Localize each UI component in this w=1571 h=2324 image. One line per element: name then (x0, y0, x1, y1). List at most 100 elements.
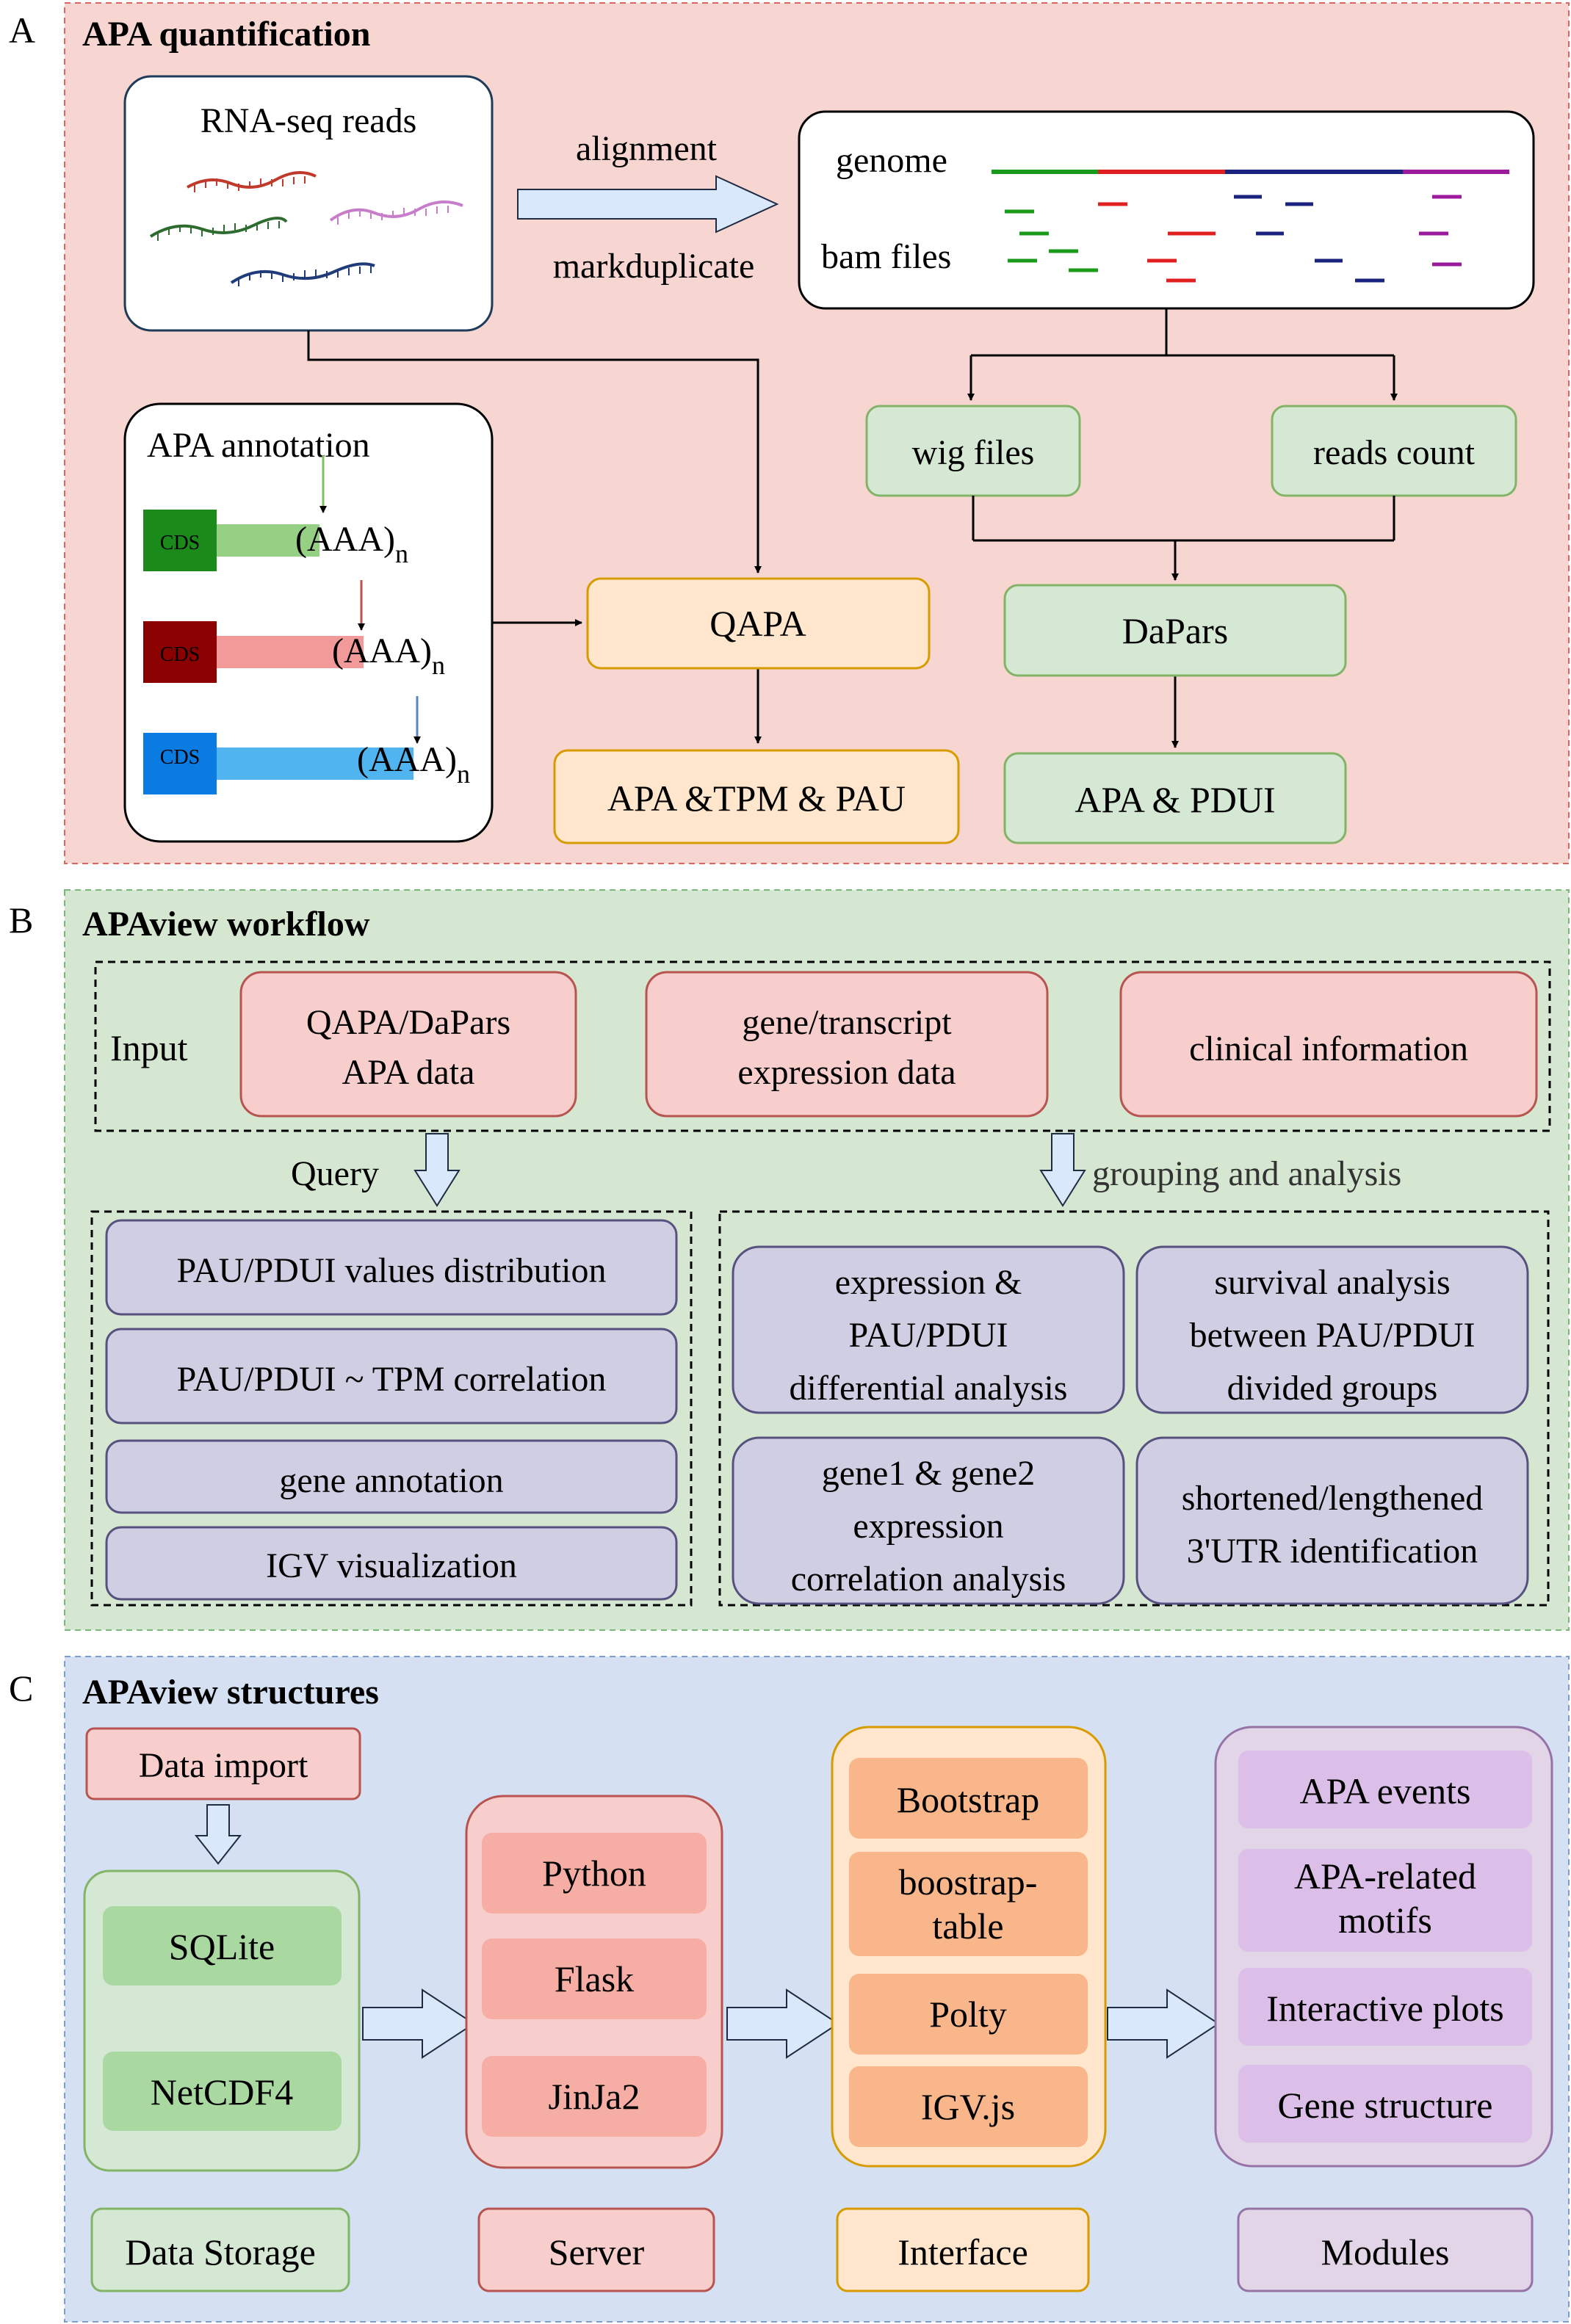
input-apa-data-line1: QAPA/DaPars (306, 1003, 510, 1042)
server-jinja2 (482, 2056, 707, 2137)
polya-tail-text: (AAA) (295, 520, 395, 559)
analysis-3utr-line1: shortened/lengthened (1182, 1479, 1484, 1518)
qapa-label: QAPA (709, 603, 806, 644)
input-label: Input (110, 1027, 188, 1068)
server-jinja2-label: JinJa2 (549, 2076, 640, 2117)
data-import-box (85, 1727, 361, 1800)
module-gene-structure-label: Gene structure (1278, 2085, 1493, 2126)
data-import-label: Data import (139, 1746, 308, 1785)
storage-to-server-arrow (362, 1988, 475, 2059)
server-flask (482, 1939, 707, 2019)
panel-c-title: APAview structures (82, 1673, 379, 1712)
panel-b-title: APAview workflow (82, 905, 370, 944)
annotation-row-1: CDS (AAA)n (143, 455, 408, 571)
analysis-survival-line2: between PAU/PDUI (1190, 1316, 1476, 1355)
genome-connectors (967, 308, 1398, 401)
read-wave-red (187, 171, 317, 192)
analysis-3utr-line2: 3'UTR identification (1187, 1532, 1478, 1571)
input-clinical-label: clinical information (1189, 1029, 1468, 1068)
query-pau-distribution-label: PAU/PDUI values distribution (177, 1251, 607, 1290)
utr-bar-red (217, 636, 364, 668)
storage-netcdf4 (103, 2052, 342, 2131)
analysis-differential (732, 1245, 1125, 1414)
annotation-row-3: CDS (AAA)n (143, 696, 470, 794)
analysis-survival-line3: divided groups (1227, 1369, 1438, 1408)
query-gene-annotation-label: gene annotation (279, 1461, 503, 1500)
analysis-differential-line1: expression & (835, 1263, 1022, 1302)
input-expression-line1: gene/transcript (742, 1003, 952, 1042)
grouping-label: grouping and analysis (1092, 1154, 1401, 1193)
interface-polty-label: Polty (929, 1994, 1007, 2035)
bam-reads (1005, 195, 1462, 283)
label-modules (1237, 2207, 1534, 2292)
query-igv-label: IGV visualization (266, 1546, 517, 1585)
wig-files-label: wig files (912, 433, 1035, 472)
module-motifs (1238, 1849, 1532, 1952)
label-modules-text: Modules (1321, 2231, 1450, 2273)
panel-a-title: APA quantification (82, 15, 370, 54)
query-group (90, 1210, 693, 1607)
utr-bar-green (217, 524, 319, 557)
query-arrow (413, 1133, 461, 1207)
polya-tail-label: (AAA)n (295, 520, 408, 568)
panel-b: B APAview workflow Input QAPA/DaPars APA… (9, 889, 1570, 1631)
qapa-connectors (307, 330, 1179, 748)
server-python (482, 1833, 707, 1914)
analysis-gene-correlation-line2: expression (853, 1507, 1003, 1546)
cds-label: CDS (160, 746, 200, 769)
analysis-differential-line2: PAU/PDUI (849, 1316, 1008, 1355)
polya-tail-sub: n (457, 759, 470, 789)
query-gene-annotation (105, 1439, 678, 1514)
storage-netcdf4-label: NetCDF4 (151, 2071, 293, 2113)
interface-to-modules-arrow (1107, 1988, 1220, 2059)
dapars-output-label: APA & PDUI (1075, 779, 1275, 820)
label-data-storage-text: Data Storage (125, 2231, 316, 2273)
server-python-label: Python (542, 1853, 646, 1894)
interface-igvjs-label: IGV.js (921, 2086, 1015, 2127)
genome-label: genome (836, 141, 947, 180)
rnaseq-reads-title: RNA-seq reads (201, 101, 417, 140)
server-to-interface-arrow (726, 1988, 839, 2059)
analysis-gene-correlation (732, 1436, 1125, 1605)
markduplicate-label: markduplicate (553, 247, 755, 286)
query-tpm-correlation-label: PAU/PDUI ~ TPM correlation (177, 1360, 607, 1399)
module-interactive-plots-label: Interactive plots (1266, 1988, 1504, 2029)
qapa-output-box (553, 749, 960, 844)
module-motifs-line2: motifs (1338, 1900, 1432, 1941)
panel-b-letter: B (9, 899, 33, 941)
cds-label: CDS (160, 532, 200, 554)
query-tpm-correlation (105, 1328, 678, 1425)
panel-c: C APAview structures Data import SQLite … (9, 1656, 1570, 2323)
module-gene-structure (1238, 2065, 1532, 2143)
alignment-arrow (517, 175, 779, 234)
analysis-survival-line1: survival analysis (1214, 1263, 1450, 1302)
interface-polty (849, 1974, 1088, 2055)
analysis-3utr (1135, 1436, 1529, 1605)
analysis-differential-line3: differential analysis (790, 1369, 1068, 1408)
storage-sqlite (103, 1906, 342, 1985)
bam-files-label: bam files (821, 237, 951, 276)
interface-bootstrap-table-label: boostrap-table (899, 1861, 1038, 1947)
input-expression-data (645, 971, 1049, 1118)
query-pau-distribution (105, 1219, 678, 1316)
polya-tail-text: (AAA) (332, 631, 432, 670)
analysis-gene-correlation-line3: correlation analysis (791, 1560, 1066, 1599)
panel-a: A APA quantification RNA-seq reads align… (9, 2, 1570, 864)
server-flask-label: Flask (555, 1958, 634, 1999)
reads-count-label: reads count (1313, 433, 1476, 472)
cds-box-blue (143, 733, 217, 794)
dapars-box (1003, 584, 1347, 677)
label-server (477, 2207, 715, 2292)
polya-tail-sub: n (432, 651, 445, 680)
panel-a-letter: A (9, 10, 35, 51)
input-apa-data-line2: APA data (342, 1053, 475, 1092)
interface-bootstrap (849, 1758, 1088, 1839)
grouping-arrow (1039, 1133, 1086, 1207)
polya-tail-text: (AAA) (357, 740, 457, 779)
read-wave-purple (329, 200, 463, 225)
cds-box-red (143, 621, 217, 683)
panel-c-letter: C (9, 1668, 33, 1709)
query-igv (105, 1526, 678, 1601)
